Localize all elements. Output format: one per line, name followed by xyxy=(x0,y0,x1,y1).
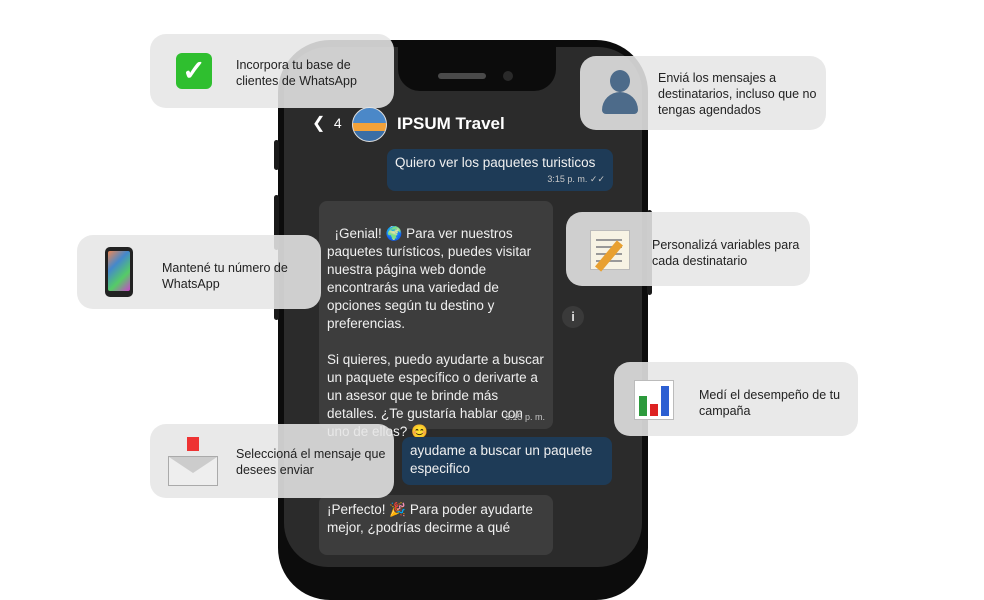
feature-card-send-messages: Enviá los mensajes a destinatarios, incl… xyxy=(580,56,826,130)
info-icon[interactable]: i xyxy=(562,306,584,328)
chevron-left-icon: ❮ xyxy=(312,115,326,132)
message-time: 3:15 p. m. xyxy=(504,412,545,422)
feature-card-measure: Medí el desempeño de tu campaña xyxy=(614,362,858,436)
message-bubble-incoming: ¡Perfecto! 🎉 Para poder ayudarte mejor, … xyxy=(319,495,553,555)
feature-text: Seleccioná el mensaje que desees enviar xyxy=(236,447,386,477)
feature-text: Enviá los mensajes a destinatarios, incl… xyxy=(658,71,817,117)
memo-pencil-icon xyxy=(590,230,630,272)
message-bubble-outgoing: ayudame a buscar un paquete especifico xyxy=(402,437,612,485)
message-time: 3:15 p. m. ✓✓ xyxy=(547,174,605,184)
feature-text: Mantené tu número de WhatsApp xyxy=(162,261,288,291)
person-silhouette-icon xyxy=(600,68,640,116)
feature-text: Medí el desempeño de tu campaña xyxy=(699,388,841,418)
feature-text: Personalizá variables para cada destinat… xyxy=(652,238,800,268)
feature-card-personalize: Personalizá variables para cada destinat… xyxy=(566,212,810,286)
message-bubble-incoming: ¡Genial! 🌍 Para ver nuestros paquetes tu… xyxy=(319,201,553,439)
contact-name[interactable]: IPSUM Travel xyxy=(397,114,505,133)
tablet-device-icon xyxy=(105,247,133,297)
contact-avatar[interactable] xyxy=(352,107,387,142)
message-bubble-outgoing: Quiero ver los paquetes turisticos 3:15 … xyxy=(387,149,613,191)
message-text: Quiero ver los paquetes turisticos xyxy=(395,155,596,170)
unread-count: 4 xyxy=(333,115,342,131)
check-mark-icon: ✓ xyxy=(176,53,212,89)
incoming-envelope-icon xyxy=(168,437,218,486)
feature-card-import-contacts: ✓ Incorpora tu base de clientes de Whats… xyxy=(150,34,394,108)
message-text: ¡Perfecto! 🎉 Para poder ayudarte mejor, … xyxy=(327,502,533,535)
double-check-icon: ✓✓ xyxy=(589,174,605,184)
camera-icon xyxy=(503,71,513,81)
message-text: ¡Genial! 🌍 Para ver nuestros paquetes tu… xyxy=(327,226,544,439)
phone-notch xyxy=(398,43,556,91)
feature-text: Incorpora tu base de clientes de WhatsAp… xyxy=(236,58,357,88)
bar-chart-icon xyxy=(634,380,674,420)
feature-card-keep-number: Mantené tu número de WhatsApp xyxy=(77,235,321,309)
back-button[interactable]: ❮ 4 xyxy=(312,113,342,133)
message-text: ayudame a buscar un paquete especifico xyxy=(410,443,593,476)
speaker-icon xyxy=(438,73,486,79)
feature-card-select-message: Seleccioná el mensaje que desees enviar xyxy=(150,424,394,498)
